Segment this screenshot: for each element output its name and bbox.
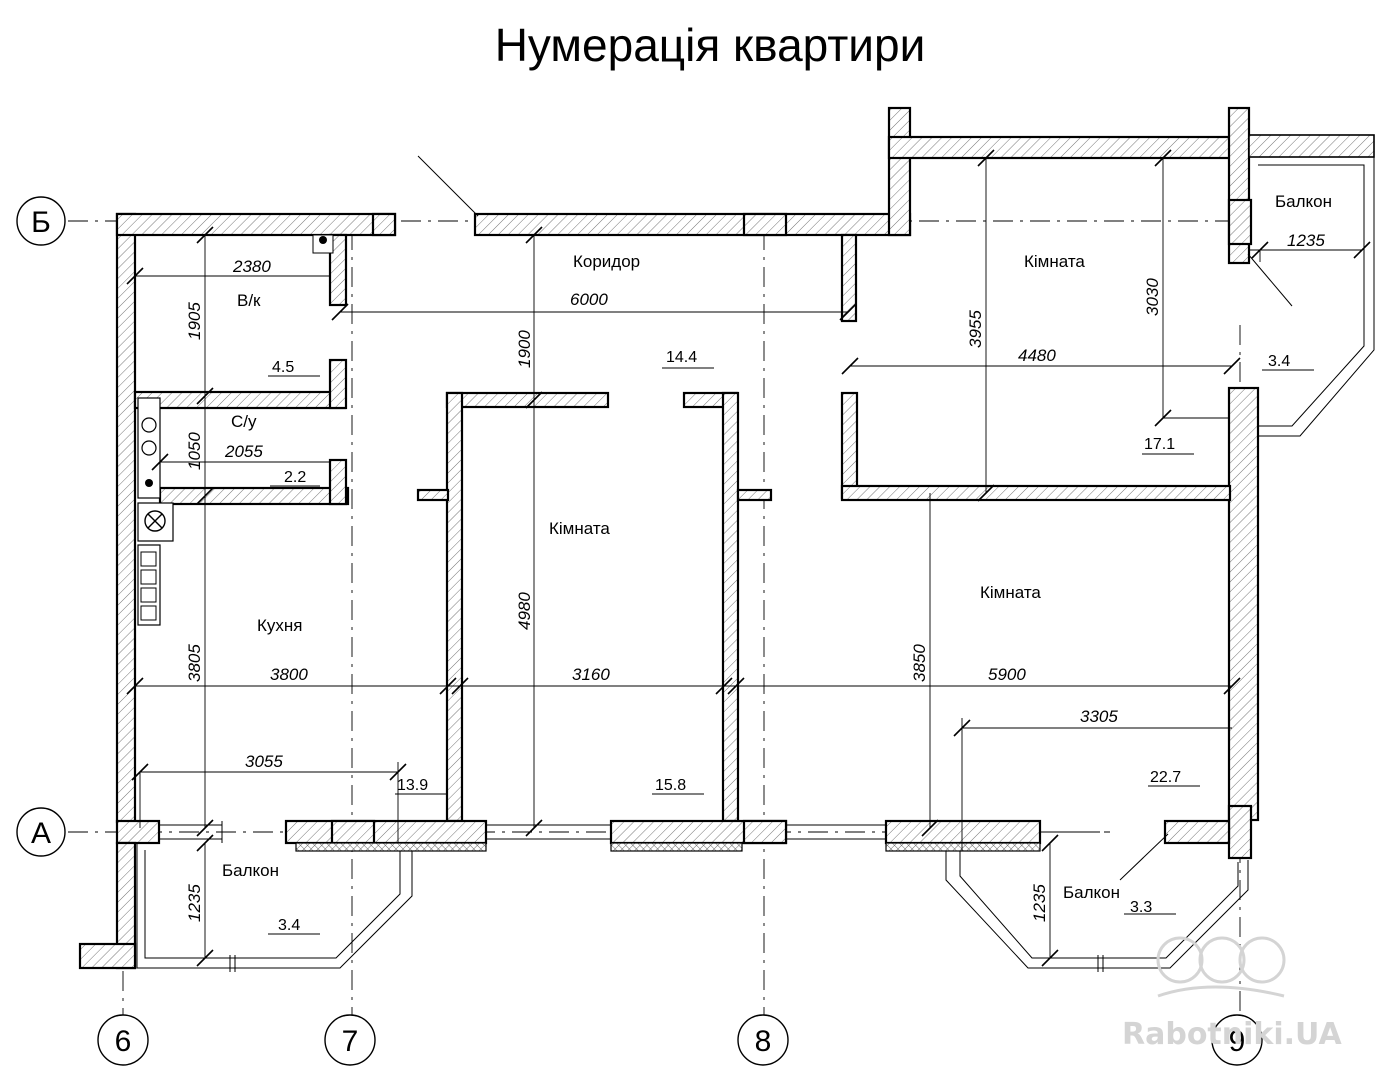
balcony-bottom-right: Балкон <box>1063 883 1120 902</box>
svg-text:6: 6 <box>115 1025 132 1058</box>
area-labels: 4.5 2.2 14.4 13.9 15.8 17.1 22.7 3.4 3.4… <box>272 349 1290 934</box>
room-kitchen: Кухня <box>257 616 303 635</box>
dim-1905: 1905 <box>185 302 204 340</box>
area-kitchen: 13.9 <box>397 777 428 794</box>
area-room-bottom-right: 22.7 <box>1150 769 1181 786</box>
dim-1235-top: 1235 <box>1287 231 1325 250</box>
axis-bubble-9: 9 <box>1211 1014 1263 1066</box>
dim-1900: 1900 <box>515 330 534 368</box>
room-bottom-right: Кімната <box>980 583 1041 602</box>
balcony-top-right: Балкон <box>1275 192 1332 211</box>
page-title: Нумерація квартири <box>494 19 926 71</box>
axis-bubble-b: Б <box>16 196 66 246</box>
watermark-text: Rabotniki.UA <box>1122 1017 1342 1052</box>
dim-2380: 2380 <box>232 257 271 276</box>
dim-3805: 3805 <box>185 644 204 682</box>
room-corridor: Коридор <box>573 252 640 271</box>
dim-5900: 5900 <box>988 665 1026 684</box>
area-balcony-bottom-right: 3.3 <box>1130 899 1152 916</box>
dim-1235-left: 1235 <box>185 884 204 922</box>
axis-bubble-a: А <box>16 807 66 857</box>
room-bathroom: В/к <box>237 291 261 310</box>
svg-text:Б: Б <box>31 206 51 239</box>
dimension-ticks <box>126 149 1371 967</box>
svg-text:А: А <box>31 817 51 850</box>
axis-bubble-7: 7 <box>324 1014 376 1066</box>
watermark-logo-icon <box>1156 936 1286 998</box>
walls <box>78 106 1375 970</box>
dim-3800: 3800 <box>270 665 308 684</box>
dim-3305: 3305 <box>1080 707 1118 726</box>
axis-bubble-8: 8 <box>737 1014 789 1066</box>
kitchen-fixtures <box>137 234 334 626</box>
axis-bubble-6: 6 <box>97 1014 149 1066</box>
dim-2055: 2055 <box>224 442 263 461</box>
dim-3850: 3850 <box>910 644 929 682</box>
svg-text:9: 9 <box>1229 1025 1246 1058</box>
leader-lines <box>417 155 1293 881</box>
room-top-right: Кімната <box>1024 252 1085 271</box>
dim-3160: 3160 <box>572 665 610 684</box>
dimension-lines <box>135 158 1362 958</box>
balcony-bottom-left: Балкон <box>222 861 279 880</box>
room-middle: Кімната <box>549 519 610 538</box>
windows <box>159 821 1100 843</box>
dim-3955: 3955 <box>966 310 985 348</box>
dimension-labels: 2380 1905 6000 1900 2055 1050 3955 3030 … <box>185 231 1325 922</box>
svg-text:7: 7 <box>342 1025 359 1058</box>
dim-1050: 1050 <box>185 432 204 470</box>
room-labels: Коридор В/к С/у Кухня Кімната Кімната Кі… <box>222 192 1332 902</box>
area-bathroom: 4.5 <box>272 359 294 376</box>
area-corridor: 14.4 <box>666 349 697 366</box>
area-underlines <box>268 367 1314 935</box>
balcony-outlines <box>136 156 1375 972</box>
watermark: Rabotniki.UA <box>1122 936 1342 1052</box>
dim-3030: 3030 <box>1143 278 1162 316</box>
area-balcony-top-right: 3.4 <box>1268 353 1290 370</box>
dim-1235-right: 1235 <box>1030 884 1049 922</box>
dim-4480: 4480 <box>1018 346 1056 365</box>
room-toilet: С/у <box>231 412 257 431</box>
area-toilet: 2.2 <box>284 469 306 486</box>
area-room-top-right: 17.1 <box>1144 436 1175 453</box>
dim-6000: 6000 <box>570 290 608 309</box>
area-balcony-bottom-left: 3.4 <box>278 917 300 934</box>
dim-4980: 4980 <box>515 592 534 630</box>
dim-3055: 3055 <box>245 752 283 771</box>
area-room-middle: 15.8 <box>655 777 686 794</box>
svg-text:8: 8 <box>755 1025 772 1058</box>
